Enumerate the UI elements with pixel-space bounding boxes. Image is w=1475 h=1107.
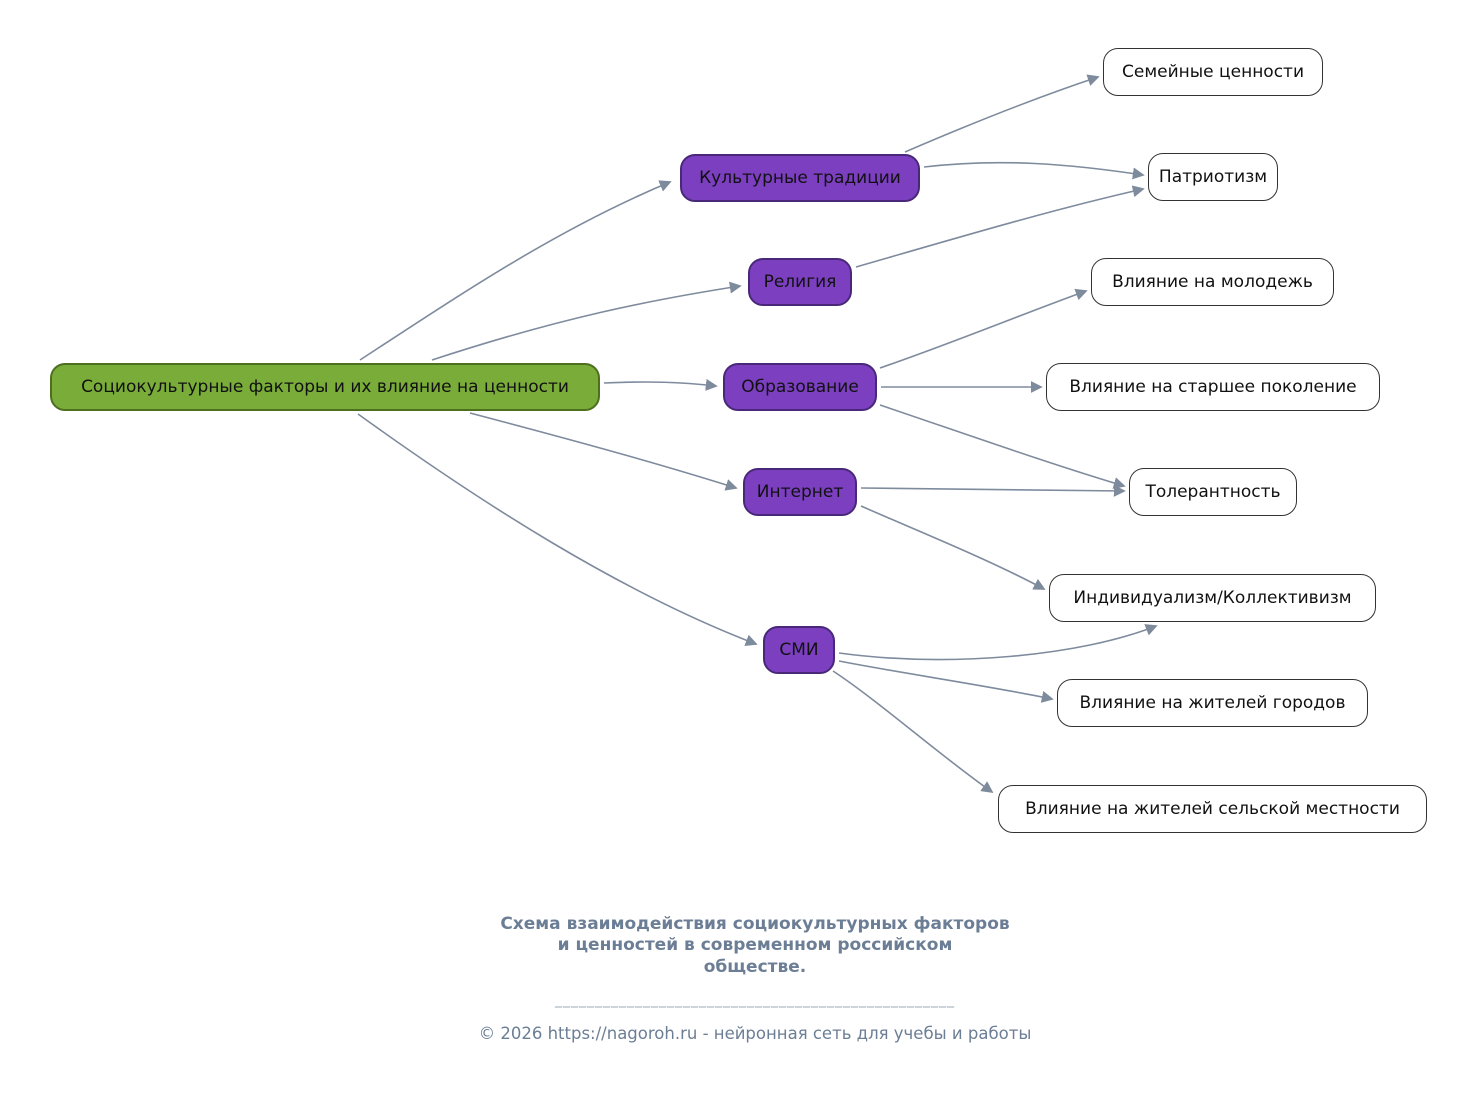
edge-root-education [603, 378, 718, 391]
node-cultural-traditions-label: Культурные традиции [699, 168, 901, 188]
node-mass-media: СМИ [763, 626, 835, 674]
node-patriotism: Патриотизм [1148, 153, 1278, 201]
node-influence-city-residents: Влияние на жителей городов [1057, 679, 1368, 727]
edge-root-internet [469, 412, 738, 491]
node-individualism-collectivism-label: Индивидуализм/Коллективизм [1073, 588, 1352, 608]
edge-cultural-patriotism [923, 161, 1145, 180]
edge-smi-city [838, 660, 1054, 703]
node-influence-older-generation: Влияние на старшее поколение [1046, 363, 1380, 411]
diagram-caption: Схема взаимодействия социокультурных фак… [500, 914, 1010, 977]
node-family-values: Семейные ценности [1103, 48, 1323, 96]
node-influence-city-residents-label: Влияние на жителей городов [1079, 693, 1346, 713]
edge-root-religion [431, 281, 742, 361]
node-education: Образование [723, 363, 877, 411]
edge-cultural-family [904, 74, 1100, 153]
node-influence-older-generation-label: Влияние на старшее поколение [1069, 377, 1357, 397]
node-education-label: Образование [741, 377, 859, 397]
node-religion: Религия [748, 258, 852, 306]
node-internet-label: Интернет [756, 482, 844, 502]
edge-education-tolerance [879, 404, 1126, 489]
edge-root-cultural [359, 180, 672, 361]
node-internet: Интернет [743, 468, 857, 516]
edge-religion-patriotism [855, 185, 1145, 268]
footer-copyright: © 2026 https://nagoroh.ru - нейронная се… [478, 1023, 1032, 1043]
node-tolerance-label: Толерантность [1145, 482, 1281, 502]
node-tolerance: Толерантность [1129, 468, 1297, 516]
edge-smi-rural [832, 670, 994, 794]
node-influence-youth: Влияние на молодежь [1091, 258, 1334, 306]
edge-root-smi [357, 413, 758, 646]
node-individualism-collectivism: Индивидуализм/Коллективизм [1049, 574, 1376, 622]
edge-internet-individualism [860, 505, 1046, 590]
node-family-values-label: Семейные ценности [1121, 62, 1305, 82]
node-root: Социокультурные факторы и их влияние на … [50, 363, 600, 411]
node-root-label: Социокультурные факторы и их влияние на … [81, 377, 569, 397]
node-mass-media-label: СМИ [779, 640, 819, 660]
node-influence-rural-residents: Влияние на жителей сельской местности [998, 785, 1427, 833]
node-cultural-traditions: Культурные традиции [680, 154, 920, 202]
edge-internet-tolerance [860, 484, 1126, 497]
footer: Схема взаимодействия социокультурных фак… [395, 914, 1115, 1043]
node-influence-rural-residents-label: Влияние на жителей сельской местности [1025, 799, 1400, 819]
edge-education-youth [879, 288, 1088, 369]
node-influence-youth-label: Влияние на молодежь [1112, 272, 1313, 292]
node-patriotism-label: Патриотизм [1158, 167, 1268, 187]
edge-smi-individualism [838, 624, 1158, 661]
footer-divider: ________________________________________… [555, 991, 955, 1008]
node-religion-label: Религия [763, 272, 837, 292]
